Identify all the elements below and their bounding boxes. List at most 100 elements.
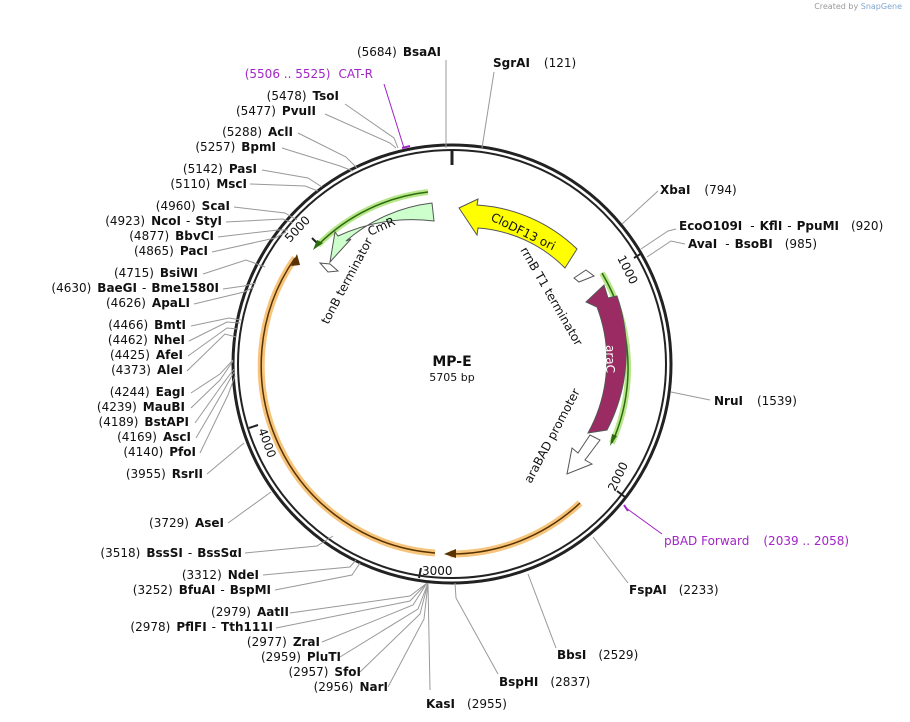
tonB-terminator-feature: [318, 262, 340, 273]
rrnB-T1-terminator-feature: [573, 269, 596, 283]
site-label-sfoi: (2957)SfoI: [289, 665, 361, 679]
leader-bfuai: [274, 562, 361, 591]
site-label-xbai: XbaI(794): [660, 183, 737, 197]
site-label-pvuii: (5477)PvuII: [236, 104, 316, 118]
site-label-bfuai: (3252)BfuAI-BspMI: [133, 583, 271, 597]
site-label-bpmi: (5257)BpmI: [195, 140, 276, 154]
tick-label-1000: 1000: [614, 253, 640, 287]
leader-tsoi: [344, 103, 399, 149]
orf-arrow-green-left: [313, 240, 323, 250]
site-label-afei: (4425)AfeI: [110, 348, 183, 362]
leader-alei: [186, 333, 237, 372]
site-label-pfoi: (4140)PfoI: [123, 445, 196, 459]
araBAD-promoter-feature: [566, 434, 601, 475]
snapgene-logo: SnapGene: [860, 2, 902, 11]
site-label-ndei: (3312)NdeI: [182, 568, 259, 582]
site-label-bbsi: BbsI(2529): [557, 648, 638, 662]
site-label-bsssi: (3518)BssSI-BssSαI: [100, 546, 242, 560]
tick-3000: [418, 567, 422, 579]
orf-arc-orange-bottom-core: [449, 502, 581, 555]
site-label-scai: (4960)ScaI: [156, 199, 230, 213]
leader-scai: [233, 206, 298, 221]
leader-bmti: [190, 317, 242, 327]
orf-arrow-orange-left: [291, 254, 300, 266]
leader-pluti: [339, 582, 429, 658]
site-label-kasi: KasI(2955): [426, 697, 507, 711]
cat-r-primer-mark: [401, 145, 411, 149]
leader-bsiwi: [202, 259, 266, 275]
leader-nhei: [188, 321, 241, 342]
site-label-bsaai: (5684)BsaAI: [357, 45, 441, 59]
site-label-eagi: (4244)EagI: [110, 385, 185, 399]
site-label-msci: (5110)MscI: [170, 177, 247, 191]
cmr-label: CmR: [366, 214, 398, 238]
orf-arc-orange-left-core: [260, 257, 436, 554]
leader-pasi: [261, 169, 323, 188]
arac-label: araC: [603, 345, 617, 373]
site-label-sgrai: SgrAI(121): [493, 56, 576, 70]
leader-eco: [640, 228, 677, 250]
snapgene-credit: Created by SnapGene: [814, 2, 902, 11]
site-label-paci: (4865)PacI: [134, 244, 208, 258]
arac-feature: [585, 284, 627, 434]
leader-xbai: [621, 190, 659, 225]
leader-afei: [187, 327, 239, 357]
leader-asei: [227, 491, 272, 524]
tick-label-3000: 3000: [422, 564, 453, 578]
leader-nrui: [670, 391, 711, 401]
leader-kasi: [427, 582, 431, 691]
orf-arrow-orange-bottom: [444, 549, 456, 558]
tick-4000: [248, 424, 259, 429]
leader-lines: [186, 60, 711, 691]
orf-arc-orange-bottom: [449, 500, 583, 558]
plasmid-name: MP-E: [432, 354, 471, 370]
site-label-maubi: (4239)MauBI: [97, 400, 185, 414]
leader-bpmi: [281, 147, 354, 172]
primer-label-pbad-forward: pBAD Forward(2039 .. 2058): [664, 534, 849, 548]
leader-ndei: [262, 559, 357, 576]
site-label-asei: (3729)AseI: [149, 516, 224, 530]
leader-nari: [387, 582, 429, 688]
site-label-avai: AvaI-BsoBI(985): [688, 237, 817, 251]
site-label-aatii: (2979)AatII: [211, 605, 289, 619]
site-label-pluti: (2959)PluTI: [261, 650, 341, 664]
site-label-asci: (4169)AscI: [117, 430, 191, 444]
leader-cat-r: [383, 83, 405, 149]
site-label-bmti: (4466)BmtI: [108, 318, 186, 332]
credit-prefix: Created by: [814, 2, 859, 11]
leader-paci: [211, 231, 287, 253]
plasmid-length: 5705 bp: [429, 371, 474, 384]
site-label-rsrii: (3955)RsrII: [126, 467, 203, 481]
leader-bbsi: [527, 573, 557, 649]
site-label-eco: EcoO109I-KflI-PpuMI(920): [679, 219, 883, 233]
leader-avai: [646, 240, 686, 258]
leader-maubi: [190, 360, 234, 409]
leader-asci: [195, 371, 235, 439]
leader-bsssi: [244, 535, 334, 554]
primer-label-cat-r: (5506 .. 5525)CAT-R: [245, 67, 373, 81]
pbad-primer-mark: [623, 504, 629, 512]
leader-baegi: [222, 282, 257, 290]
leader-bsphi: [454, 582, 499, 675]
cmr-feature: [329, 202, 435, 264]
leader-sgrai: [481, 71, 495, 149]
site-label-pasi: (5142)PasI: [183, 162, 257, 176]
leader-msci: [249, 183, 319, 192]
site-label-bsphi: BspHI(2837): [499, 675, 590, 689]
orf-arc-green-left-core: [317, 191, 429, 246]
backbone-outer: [231, 143, 673, 585]
site-label-fspai: FspAI(2233): [629, 583, 719, 597]
leader-eagi: [190, 359, 234, 394]
tonB-terminator-label: tonB terminator: [318, 235, 375, 326]
site-label-ncoi: (4923)NcoI-StyI: [105, 214, 222, 228]
site-label-baegi: (4630)BaeGI-Bme1580I: [51, 281, 219, 295]
leader-bstapi: [194, 368, 235, 424]
site-label-nrui: NruI(1539): [714, 394, 797, 408]
leader-sfoi: [359, 582, 429, 673]
site-label-zrai: (2977)ZraI: [247, 635, 320, 649]
site-label-tsoi: (5478)TsoI: [267, 89, 339, 103]
rrnB-T1-terminator-label: rrnB T1 terminator: [517, 245, 585, 349]
leader-ncoi: [225, 218, 294, 224]
leader-zrai: [321, 582, 428, 643]
orf-arc-green-right-core: [601, 272, 629, 444]
